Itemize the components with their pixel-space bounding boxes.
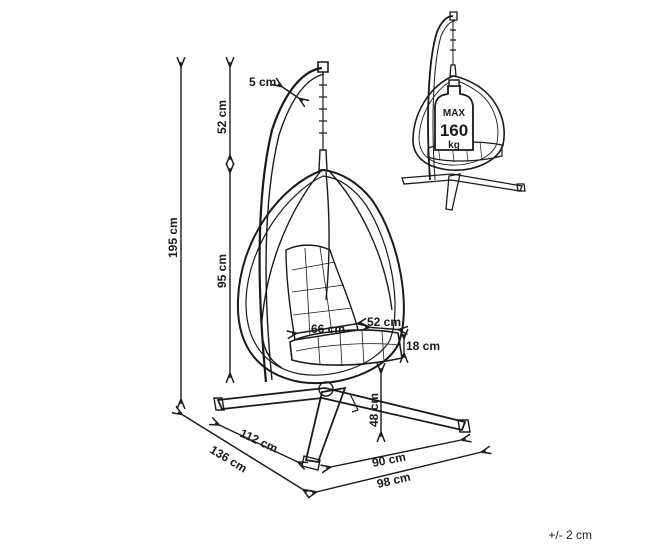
weight-icon bbox=[434, 85, 474, 151]
main-chair-illustration bbox=[213, 61, 471, 471]
seat-depth-arrow bbox=[365, 327, 403, 330]
small-pod-cage bbox=[412, 75, 505, 171]
max-load-label: MAX 160 kg bbox=[440, 108, 468, 151]
label-stand-diagonal: 136 cm bbox=[207, 443, 249, 476]
label-pod-height: 95 cm bbox=[215, 254, 229, 288]
dimension-labels: 5 cm 52 cm 95 cm 195 cm 66 cm 52 cm 18 c… bbox=[166, 75, 440, 491]
label-top-height: 52 cm bbox=[215, 100, 229, 134]
stand-base bbox=[216, 387, 467, 432]
label-beam-thickness: 5 cm bbox=[249, 75, 276, 89]
load-chair-illustration bbox=[401, 11, 526, 211]
label-stand-width: 98 cm bbox=[376, 470, 412, 491]
label-seat-depth: 52 cm bbox=[367, 315, 401, 329]
label-stand-front: 90 cm bbox=[371, 450, 407, 470]
stand-width-arrow bbox=[312, 451, 486, 493]
tolerance-note: +/- 2 cm bbox=[548, 528, 592, 542]
seat-width-arrow bbox=[292, 323, 362, 334]
label-seat-width: 66 cm bbox=[311, 322, 345, 336]
max-label: MAX bbox=[443, 108, 466, 119]
label-cushion-thickness: 18 cm bbox=[406, 339, 440, 353]
max-unit: kg bbox=[448, 140, 460, 151]
label-stand-side: 112 cm bbox=[238, 426, 280, 456]
pod-cage-outer bbox=[236, 168, 405, 385]
label-seat-height: 48 cm bbox=[367, 393, 381, 427]
hook-cap bbox=[317, 61, 329, 73]
label-total-height: 195 cm bbox=[166, 217, 180, 258]
max-value: 160 bbox=[440, 121, 468, 140]
stand-diagonal-arrow bbox=[178, 412, 307, 492]
dimension-lines bbox=[178, 62, 486, 493]
back-cushion bbox=[285, 244, 359, 341]
beam-thickness-arrow bbox=[278, 84, 303, 101]
